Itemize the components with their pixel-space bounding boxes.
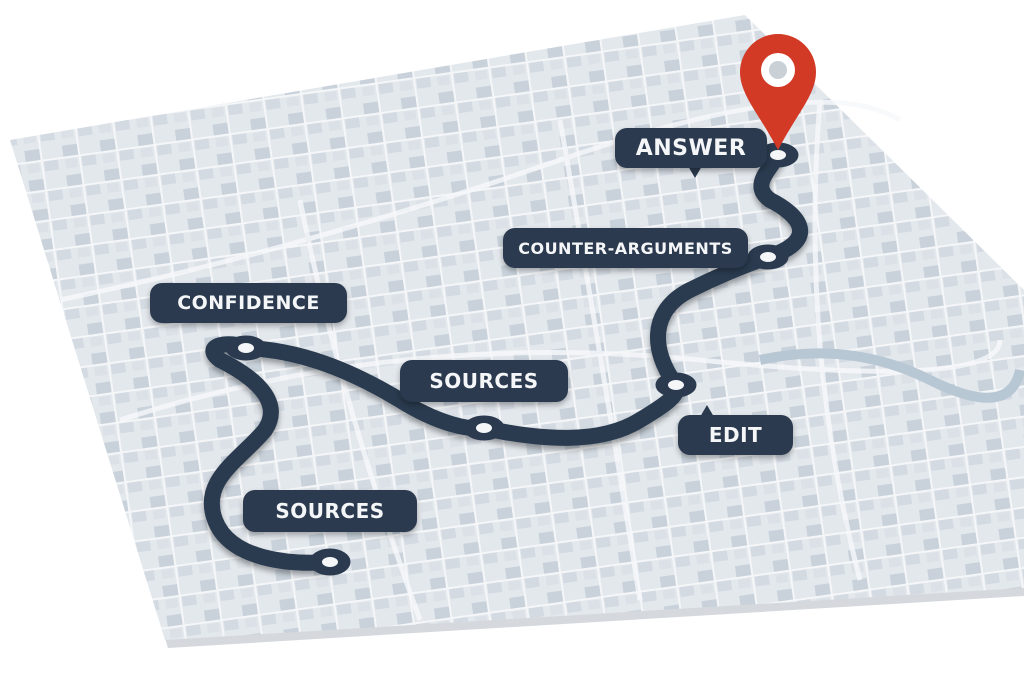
label-sources-middle[interactable]: SOURCES (400, 360, 568, 402)
edit-label-pointer (700, 405, 714, 417)
label-confidence[interactable]: CONFIDENCE (150, 283, 347, 323)
label-edit[interactable]: EDIT (678, 415, 793, 455)
river (758, 348, 1024, 403)
map-roads (59, 99, 1003, 621)
label-answer[interactable]: ANSWER (615, 128, 767, 168)
label-sources-start[interactable]: SOURCES (243, 490, 417, 532)
label-counter-arguments[interactable]: COUNTER-ARGUMENTS (503, 228, 748, 268)
answer-label-pointer (688, 166, 702, 178)
map-pin-icon (740, 34, 816, 150)
